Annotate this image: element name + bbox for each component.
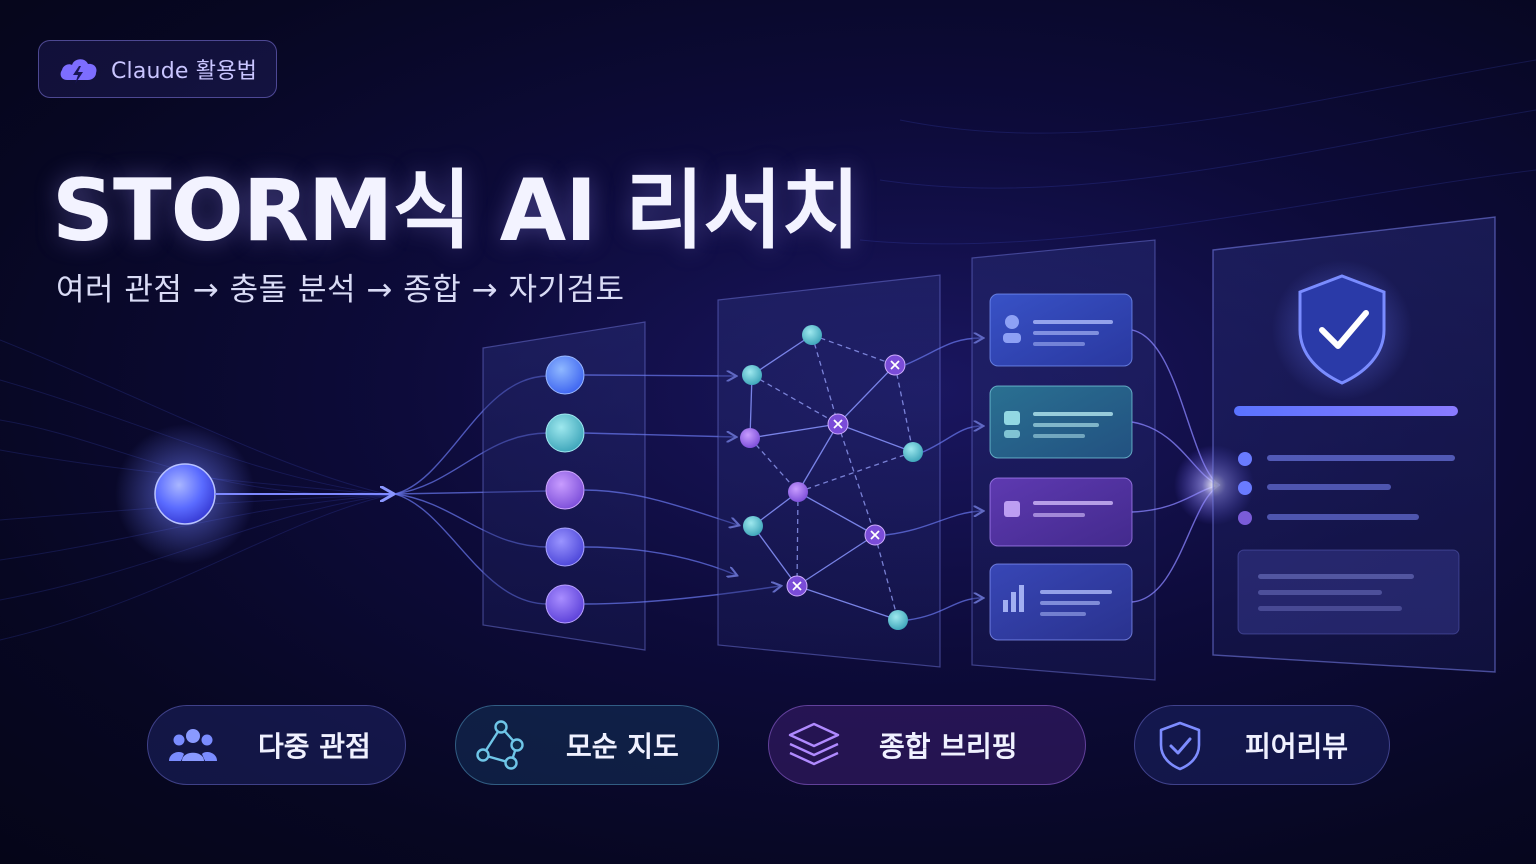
- review-summary-box: [1237, 549, 1460, 635]
- users-icon: [169, 729, 217, 761]
- layers-icon: [788, 722, 840, 766]
- graph-edges: [749, 334, 914, 621]
- network-icon: [476, 720, 524, 770]
- synthesis-card-2: [989, 385, 1133, 459]
- chip-label: 피어리뷰: [1245, 730, 1349, 763]
- shield-check-icon: [1159, 721, 1201, 771]
- graph-node: [903, 442, 923, 462]
- chip-label: 모순 지도: [566, 730, 679, 763]
- synthesis-card-1: [989, 293, 1133, 367]
- feature-chips: 다중 관점 모순 지도: [0, 705, 1536, 785]
- perspective-node-3: [545, 470, 585, 510]
- graph-node: [788, 482, 808, 502]
- perspective-node-1: [545, 355, 585, 395]
- perspective-node-4: [545, 527, 585, 567]
- page-subtitle: 여러 관점 → 충돌 분석 → 종합 → 자기검토: [56, 272, 625, 308]
- chip-synthesis-briefing: 종합 브리핑: [768, 705, 1086, 785]
- chip-peer-review: 피어리뷰: [1134, 705, 1390, 785]
- review-title-bar: [1234, 406, 1458, 416]
- graph-dashed-edges: [749, 334, 914, 621]
- chip-conflict-map: 모순 지도: [455, 705, 719, 785]
- review-checklist: [1238, 452, 1455, 525]
- source-node: [154, 463, 216, 525]
- page-title: STORM식 AI 리서치: [52, 161, 860, 261]
- graph-node: [802, 325, 822, 345]
- badge-label: Claude 활용법: [111, 59, 258, 84]
- graph-node: [740, 428, 760, 448]
- chip-label: 다중 관점: [258, 730, 371, 763]
- cloud-bolt-icon: [60, 59, 97, 84]
- chip-label: 종합 브리핑: [879, 730, 1018, 763]
- review-check-icon: [1319, 310, 1369, 349]
- perspective-node-5: [545, 584, 585, 624]
- conflict-map-panel: [717, 274, 941, 668]
- graph-node: [888, 610, 908, 630]
- review-shield-icon: [1298, 274, 1386, 385]
- category-badge: Claude 활용법: [38, 40, 277, 98]
- graph-node: [743, 516, 763, 536]
- conflict-nodes: [786, 354, 906, 597]
- perspective-node-2: [545, 413, 585, 453]
- chip-multi-perspective: 다중 관점: [147, 705, 406, 785]
- graph-node: [742, 365, 762, 385]
- synthesis-card-3: [989, 477, 1133, 547]
- synthesis-card-4: [989, 563, 1133, 641]
